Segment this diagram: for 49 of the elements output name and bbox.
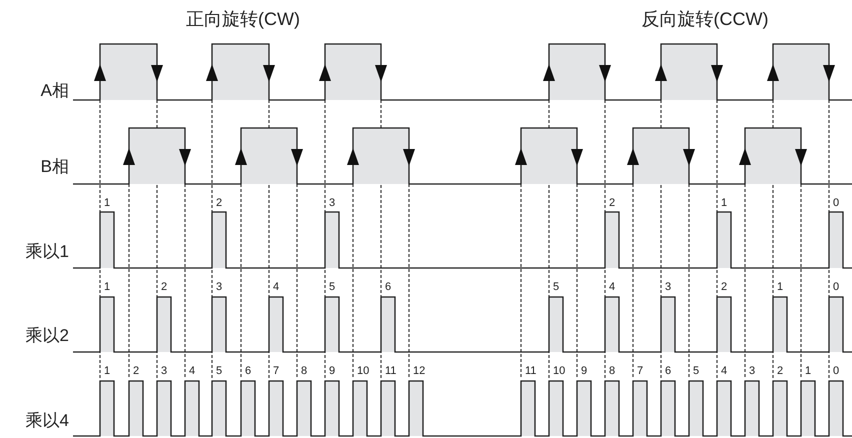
pulse-count: 8 [301,366,308,377]
pulse-count: 11 [385,366,396,377]
section-heading: 反向旋转(CCW) [642,10,768,28]
row-label: A相 [40,82,69,99]
pulse-count: 5 [216,366,222,377]
row-label: 乘以4 [26,412,69,429]
section-heading: 正向旋转(CW) [186,10,300,28]
pulse-count: 1 [721,198,728,209]
pulse-count: 2 [133,366,140,377]
pulse-count: 3 [665,282,672,293]
pulse-count: 1 [104,198,110,209]
pulse-count: 0 [833,198,840,209]
pulse-count: 6 [665,366,672,377]
pulse-count: 2 [161,282,168,293]
pulse-count: 5 [693,366,700,377]
row-label: 乘以1 [26,243,69,260]
pulse-count: 6 [385,282,392,293]
pulse-count: 2 [721,282,728,293]
pulse-count: 2 [777,366,784,377]
pulse-count: 8 [609,366,616,377]
pulse-count: 7 [273,366,280,377]
pulse-count: 5 [553,282,560,293]
pulse-count: 11 [525,366,536,377]
pulse-count: 1 [104,366,110,377]
pulse-count: 4 [273,282,280,293]
pulse-count: 2 [216,198,222,209]
pulse-count: 12 [413,366,426,377]
pulse-count: 5 [329,282,336,293]
row-label: B相 [40,158,69,175]
pulse-count: 2 [609,198,616,209]
pulse-count: 3 [329,198,336,209]
pulse-count: 7 [637,366,644,377]
pulse-count: 6 [245,366,252,377]
pulse-count: 4 [189,366,196,377]
pulse-count: 0 [833,366,840,377]
pulse-count: 3 [749,366,756,377]
pulse-count: 9 [581,366,588,377]
pulse-count: 3 [161,366,168,377]
pulse-count: 4 [721,366,728,377]
pulse-count: 4 [609,282,616,293]
pulse-count: 1 [104,282,110,293]
pulse-count: 10 [553,366,566,377]
pulse-count: 10 [357,366,370,377]
pulse-count: 1 [777,282,784,293]
pulse-count: 9 [329,366,336,377]
row-label: 乘以2 [26,327,69,344]
pulse-count: 1 [805,366,812,377]
pulse-count: 0 [833,282,840,293]
pulse-count: 3 [216,282,222,293]
